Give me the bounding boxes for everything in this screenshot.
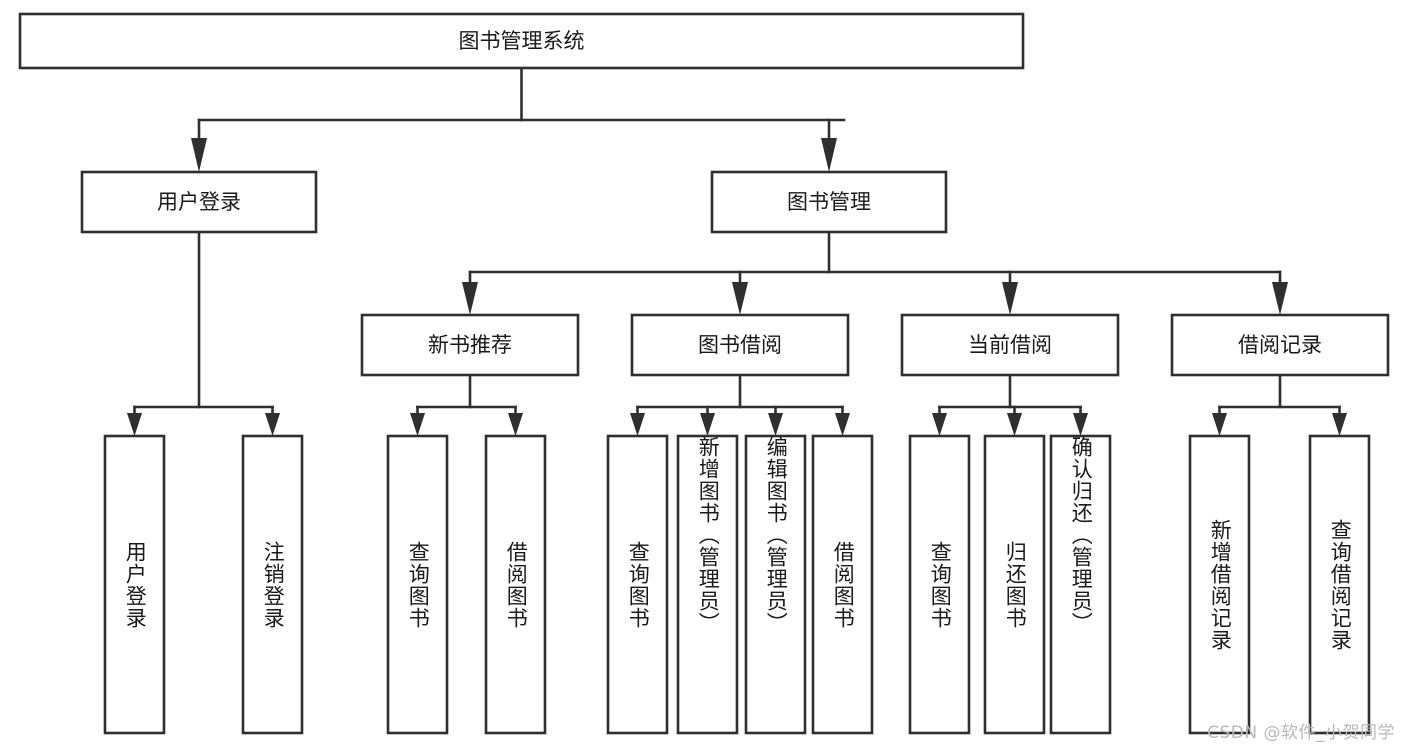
arrow-head-icon [1007,413,1022,436]
arrow-head-icon [508,413,523,436]
node-book-management[interactable]: 图书管理 [710,170,948,234]
arrow-head-icon [821,138,837,172]
node-root-label: 图书管理系统 [459,29,585,53]
leaf-box-logout[interactable] [241,434,304,735]
arrow-head-icon [1332,413,1347,436]
connector-group-current-borrow [932,373,1088,436]
arrow-head-icon [1212,413,1227,436]
node-user-login-label: 用户登录 [157,190,241,214]
leaf-box-borrow-book-rec[interactable] [484,434,547,735]
leaf-box-return-book[interactable] [983,434,1046,735]
leaf-box-query-borrow-record[interactable] [1308,434,1371,735]
node-root-box[interactable] [18,12,1025,70]
arrow-head-icon [191,138,207,172]
connector-group-book-borrow [630,373,850,436]
leaf-box-edit-book-admin[interactable] [744,434,807,735]
node-borrow-record-box[interactable] [1170,313,1390,377]
leaf-boxes [103,434,1371,735]
node-book-management-box[interactable] [710,170,948,234]
connector-group-borrow-record [1212,373,1347,436]
node-current-borrow-box[interactable] [900,313,1120,377]
arrow-head-icon [127,413,142,436]
node-user-login-box[interactable] [80,170,318,234]
node-root[interactable]: 图书管理系统 [18,12,1025,70]
connector-group-book-mgmt [462,230,1288,315]
arrow-head-icon [1073,413,1088,436]
leaf-box-query-book-rec[interactable] [386,434,449,735]
arrow-head-icon [630,413,645,436]
arrow-head-icon [1272,282,1288,315]
node-borrow-record[interactable]: 借阅记录 [1170,313,1390,377]
connector-group-root [191,66,846,172]
arrow-head-icon [410,413,425,436]
node-current-borrow[interactable]: 当前借阅 [900,313,1120,377]
leaf-box-borrow-book[interactable] [811,434,874,735]
arrow-head-icon [835,413,850,436]
node-current-borrow-label: 当前借阅 [968,333,1052,357]
node-book-borrow-box[interactable] [630,313,850,377]
arrow-head-icon [932,413,947,436]
leaf-box-user-login[interactable] [103,434,166,735]
arrow-head-icon [768,413,783,436]
node-user-login[interactable]: 用户登录 [80,170,318,234]
leaf-box-query-book-current[interactable] [908,434,971,735]
leaf-box-add-book-admin[interactable] [676,434,739,735]
arrow-head-icon [1002,282,1018,315]
watermark-text: CSDN @软件_小贺同学 [1207,723,1395,743]
leaf-box-add-borrow-record[interactable] [1188,434,1251,735]
connector-group-user-login [127,230,280,436]
node-book-borrow[interactable]: 图书借阅 [630,313,850,377]
node-new-book-recommend-label: 新书推荐 [428,333,512,357]
connector-group-new-books [410,373,523,436]
node-book-borrow-label: 图书借阅 [698,333,782,357]
leaf-box-query-book-borrow[interactable] [606,434,669,735]
arrow-head-icon [700,413,715,436]
arrow-head-icon [462,282,478,315]
arrow-head-icon [732,282,748,315]
node-borrow-record-label: 借阅记录 [1238,333,1322,357]
node-new-book-recommend-box[interactable] [360,313,580,377]
leaf-box-confirm-return-admin[interactable] [1049,434,1112,735]
node-new-book-recommend[interactable]: 新书推荐 [360,313,580,377]
arrow-head-icon [265,413,280,436]
node-book-management-label: 图书管理 [787,190,871,214]
